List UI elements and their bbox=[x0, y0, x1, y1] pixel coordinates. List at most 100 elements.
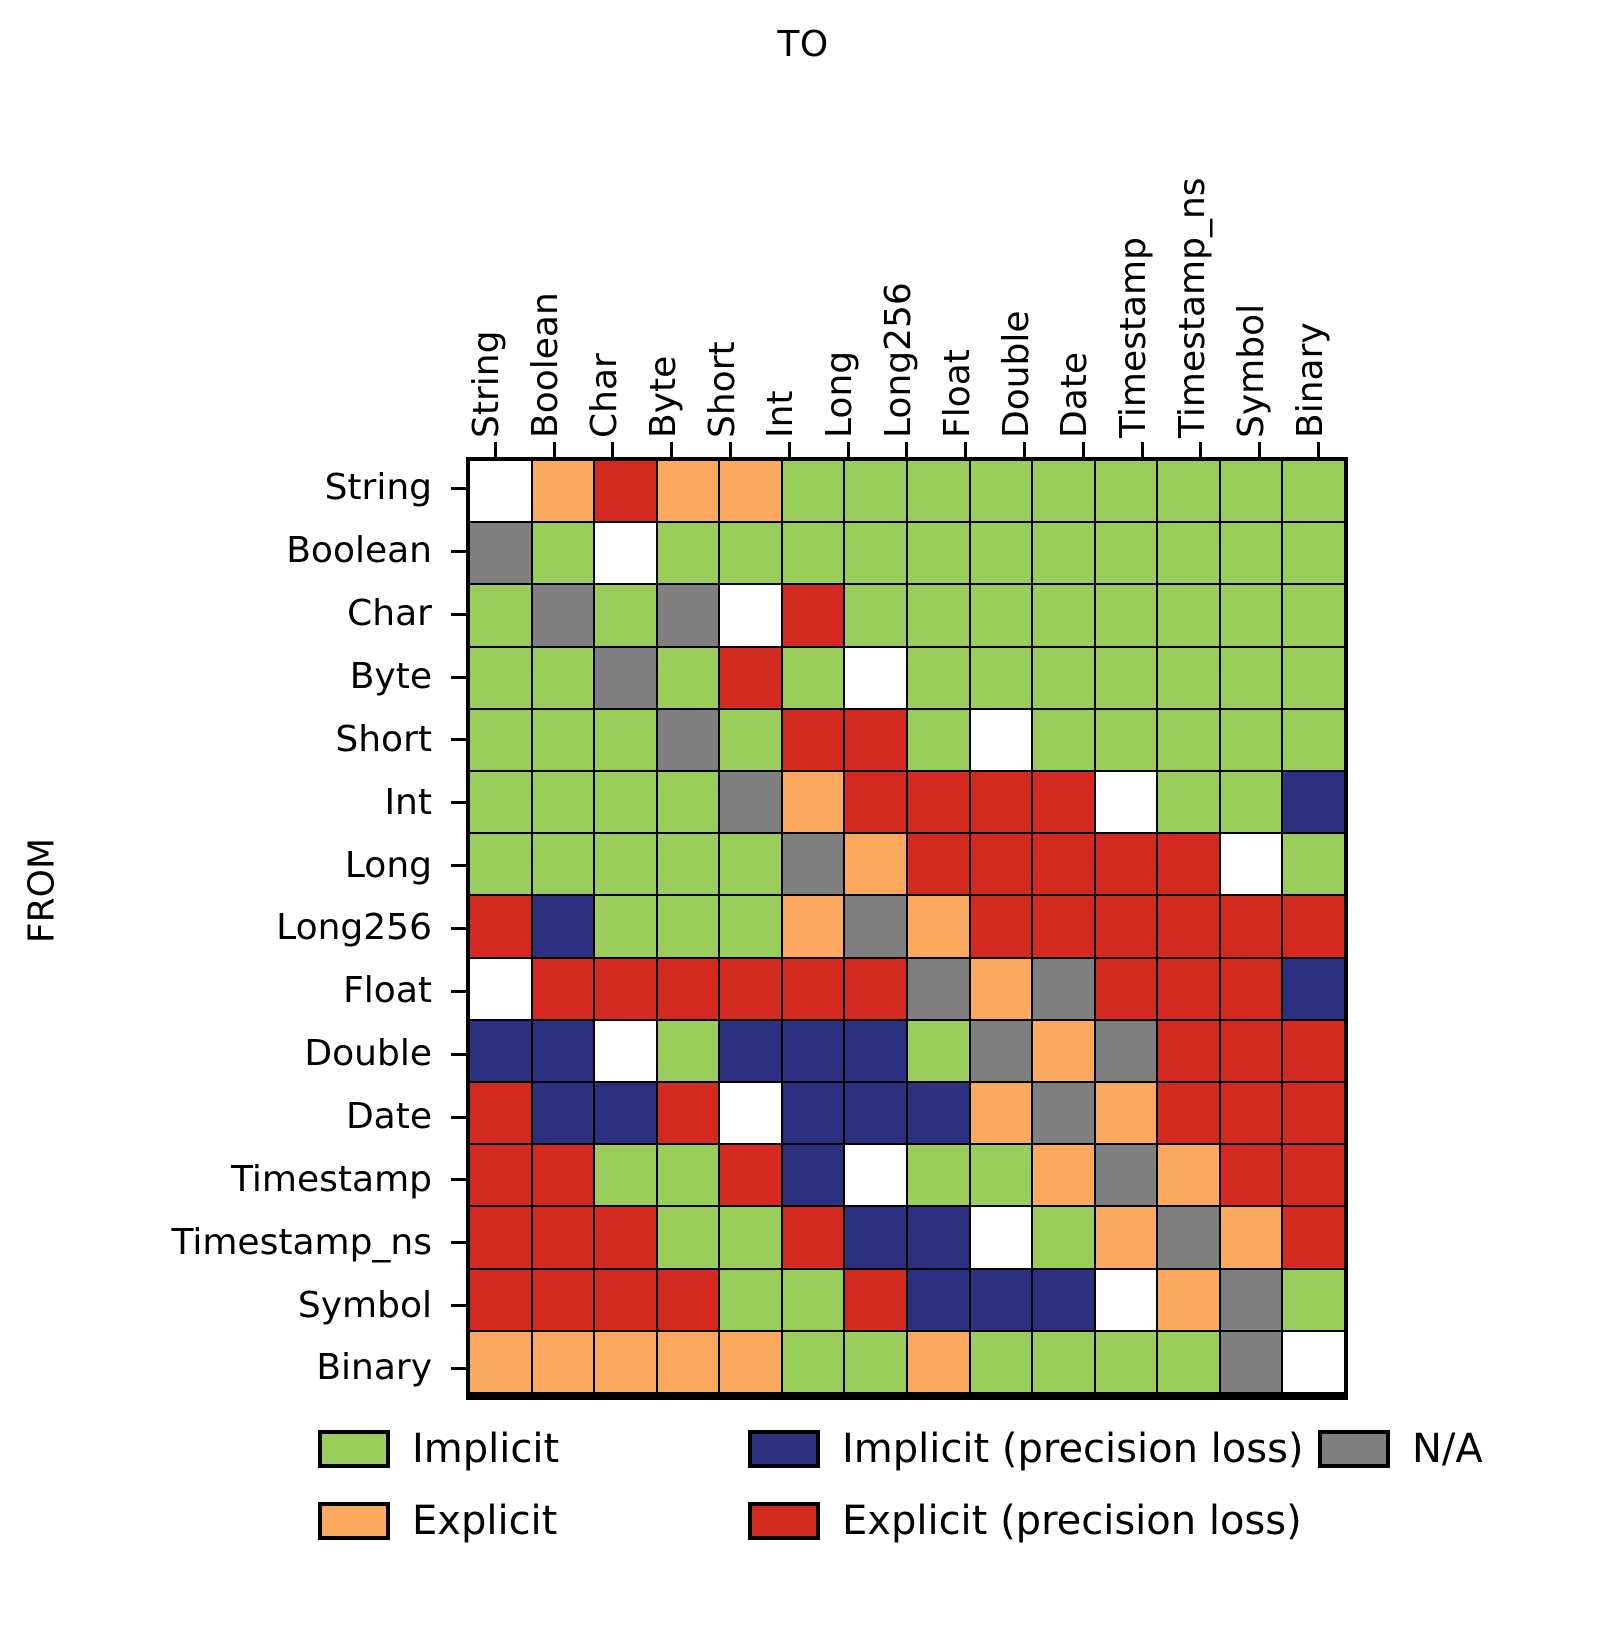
matrix-cell bbox=[469, 895, 532, 958]
column-header-label: Timestamp_ns bbox=[1171, 177, 1213, 438]
matrix-cell bbox=[656, 584, 720, 647]
row-tick-char bbox=[451, 583, 466, 646]
matrix-cell bbox=[1032, 1393, 1095, 1395]
matrix-cell bbox=[969, 646, 1033, 709]
row-tick-date bbox=[451, 1086, 466, 1149]
matrix-cell bbox=[1157, 1330, 1220, 1393]
column-header-date: Date bbox=[1054, 130, 1113, 442]
matrix-cell bbox=[907, 957, 970, 1020]
column-tick-timestamp_ns bbox=[1172, 442, 1231, 457]
matrix-cell bbox=[656, 895, 720, 958]
matrix-cell bbox=[844, 1144, 907, 1207]
legend-swatch-implicit bbox=[318, 1430, 390, 1468]
matrix-cell bbox=[469, 1206, 532, 1269]
matrix-cell bbox=[719, 460, 782, 523]
column-header-label: Timestamp bbox=[1113, 237, 1155, 438]
matrix-cell bbox=[656, 1144, 720, 1207]
matrix-cell bbox=[469, 1082, 532, 1145]
matrix-cell bbox=[469, 1395, 532, 1397]
matrix-cell bbox=[531, 1019, 595, 1082]
column-header-label: Date bbox=[1054, 351, 1096, 438]
matrix-cell bbox=[844, 708, 907, 771]
matrix-cell bbox=[594, 1019, 657, 1082]
matrix-cell bbox=[1219, 1082, 1283, 1145]
matrix-cell bbox=[844, 460, 907, 523]
matrix-cell bbox=[1219, 646, 1283, 709]
matrix-cell bbox=[469, 833, 532, 896]
column-header-label: Byte bbox=[642, 355, 684, 438]
matrix-cell bbox=[531, 833, 595, 896]
column-header-label: Long bbox=[819, 350, 861, 438]
matrix-cell bbox=[469, 1019, 532, 1082]
row-tick-binary bbox=[451, 1337, 466, 1400]
matrix-cell bbox=[907, 771, 970, 834]
matrix-cell bbox=[907, 522, 970, 585]
row-tick-long bbox=[451, 834, 466, 897]
matrix-cell bbox=[969, 833, 1033, 896]
matrix-cell bbox=[469, 1144, 532, 1207]
matrix-cell bbox=[469, 1393, 532, 1395]
matrix-cell bbox=[844, 1330, 907, 1393]
matrix-cell bbox=[781, 895, 845, 958]
matrix-cell bbox=[1094, 1019, 1158, 1082]
matrix-cell bbox=[1032, 522, 1095, 585]
matrix-cell bbox=[656, 1330, 720, 1393]
matrix-cell bbox=[1219, 833, 1283, 896]
matrix-cell bbox=[719, 1330, 782, 1393]
matrix-cell bbox=[1094, 957, 1158, 1020]
matrix-cell bbox=[469, 646, 532, 709]
column-header-symbol: Symbol bbox=[1230, 130, 1289, 442]
matrix-cell bbox=[656, 1393, 720, 1395]
matrix-cell bbox=[1219, 1206, 1283, 1269]
matrix-cell bbox=[594, 460, 657, 523]
matrix-cell bbox=[969, 1330, 1033, 1393]
matrix-cell bbox=[1157, 1019, 1220, 1082]
matrix-cell bbox=[719, 522, 782, 585]
matrix-cell bbox=[1282, 1393, 1345, 1395]
matrix-cell bbox=[1094, 895, 1158, 958]
matrix-cell bbox=[594, 833, 657, 896]
matrix-cell bbox=[1094, 833, 1158, 896]
column-header-long: Long bbox=[819, 130, 878, 442]
matrix-cell bbox=[469, 1330, 532, 1393]
matrix-cell bbox=[1157, 584, 1220, 647]
matrix-cell bbox=[1282, 1019, 1345, 1082]
row-header-short: Short bbox=[335, 718, 432, 760]
row-header-byte: Byte bbox=[349, 656, 432, 697]
matrix-cell bbox=[907, 1206, 970, 1269]
row-header-long256: Long256 bbox=[276, 907, 432, 949]
column-header-char: Char bbox=[584, 130, 643, 442]
matrix-cell bbox=[719, 646, 782, 709]
matrix-cell bbox=[1094, 522, 1158, 585]
matrix-cell bbox=[719, 957, 782, 1020]
matrix-cell bbox=[844, 646, 907, 709]
column-header-boolean: Boolean bbox=[525, 130, 584, 442]
matrix-cell bbox=[594, 957, 657, 1020]
matrix-cell bbox=[969, 584, 1033, 647]
matrix-cell bbox=[1282, 646, 1345, 709]
matrix-cell bbox=[969, 771, 1033, 834]
matrix-cell bbox=[1282, 957, 1345, 1020]
matrix-cell bbox=[844, 895, 907, 958]
matrix-cell bbox=[531, 895, 595, 958]
matrix-cell bbox=[781, 522, 845, 585]
matrix-cell bbox=[594, 1268, 657, 1331]
legend-label: Implicit bbox=[412, 1426, 560, 1472]
matrix-cell bbox=[969, 460, 1033, 523]
legend-entry-implicit-loss: Implicit (precision loss) bbox=[748, 1422, 1304, 1476]
matrix-cell bbox=[907, 584, 970, 647]
matrix-cell bbox=[719, 771, 782, 834]
column-header-timestamp: Timestamp bbox=[1113, 130, 1172, 442]
legend-swatch-explicit-loss bbox=[748, 1502, 820, 1540]
matrix-cell bbox=[844, 522, 907, 585]
column-tick-byte bbox=[642, 442, 701, 457]
matrix-cell bbox=[719, 1206, 782, 1269]
matrix-cell bbox=[781, 584, 845, 647]
matrix-cell bbox=[969, 1393, 1033, 1395]
matrix-cell bbox=[969, 522, 1033, 585]
matrix-cell bbox=[781, 1206, 845, 1269]
row-header-symbol: Symbol bbox=[297, 1284, 432, 1326]
matrix-cell bbox=[1157, 460, 1220, 523]
column-header-float: Float bbox=[936, 130, 995, 442]
